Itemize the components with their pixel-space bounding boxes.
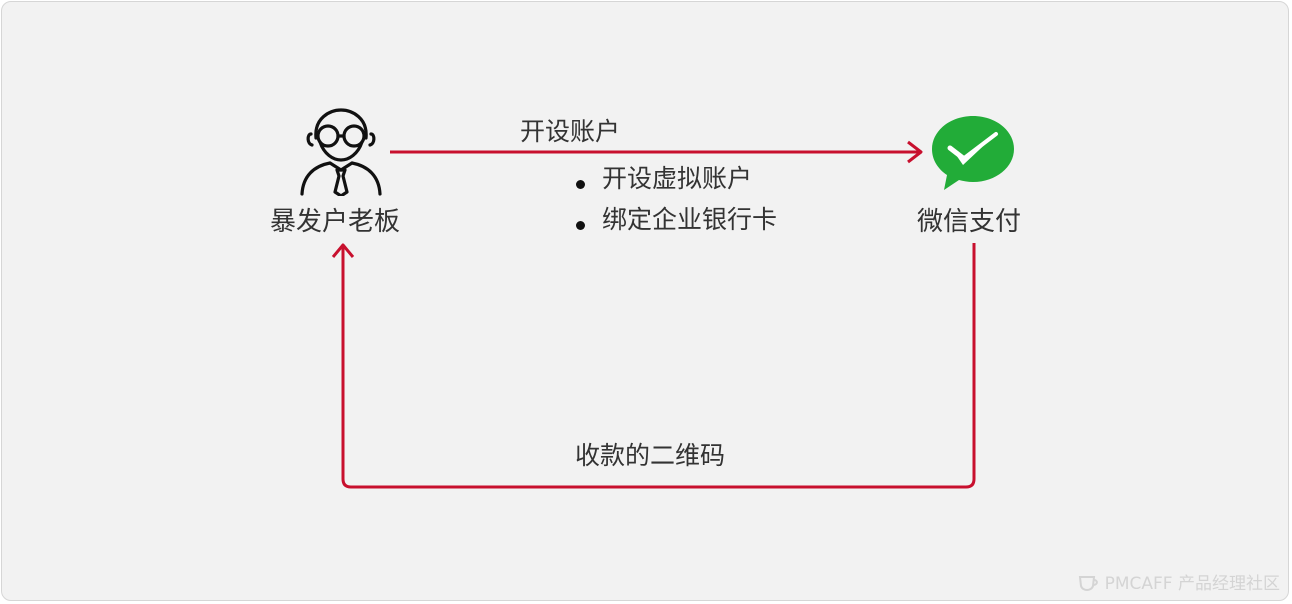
watermark: PMCAFF 产品经理社区 bbox=[1077, 569, 1280, 594]
wechat-pay-icon bbox=[932, 116, 1014, 190]
qr-code-label: 收款的二维码 bbox=[575, 441, 726, 470]
cup-logo-icon bbox=[1078, 575, 1098, 591]
open-account-arrow-head bbox=[907, 140, 923, 164]
detail-item-virtual-account: 开设虚拟账户 bbox=[574, 158, 777, 199]
wechat-label: 微信支付 bbox=[917, 207, 1022, 237]
businessman-icon bbox=[300, 108, 382, 196]
qr-code-arrow-path bbox=[341, 243, 976, 489]
detail-item-bind-bank-card: 绑定企业银行卡 bbox=[574, 199, 777, 240]
open-account-arrow bbox=[390, 140, 923, 164]
boss-label: 暴发户老板 bbox=[270, 207, 401, 237]
open-account-label: 开设账户 bbox=[520, 117, 621, 146]
qr-code-arrow bbox=[331, 243, 976, 489]
open-account-details: 开设虚拟账户 绑定企业银行卡 bbox=[574, 158, 777, 240]
watermark-text: PMCAFF 产品经理社区 bbox=[1104, 574, 1280, 594]
qr-code-arrow-head bbox=[331, 243, 355, 258]
